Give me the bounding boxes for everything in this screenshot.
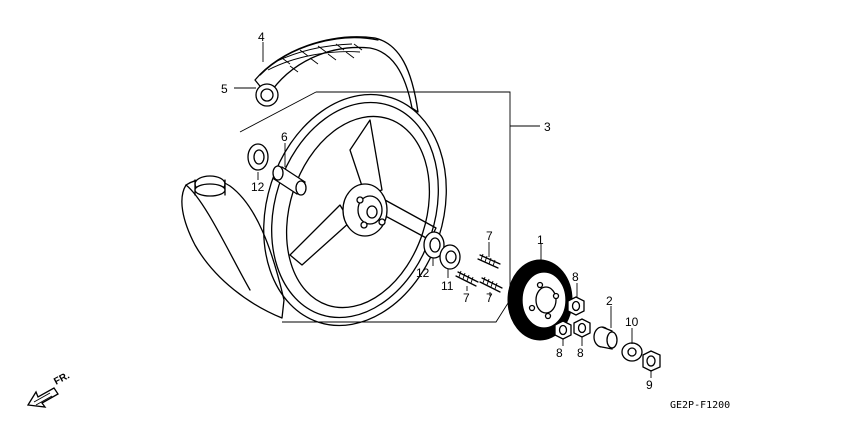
- washer-part: [621, 342, 643, 362]
- callout-12-upper: 12: [251, 180, 265, 194]
- sprocket-part: [507, 259, 573, 341]
- callout-6: 6: [281, 130, 288, 144]
- nut-part-right: [573, 318, 591, 338]
- bearing-part-upper: [247, 143, 269, 171]
- callout-8-upper: 8: [572, 270, 579, 284]
- drawing-code: GE2P-F1200: [670, 400, 730, 411]
- callout-12-lower: 12: [416, 266, 430, 280]
- collar-sprocket-part: [593, 326, 618, 350]
- dust-seal-part: [439, 244, 461, 270]
- nut-part-upper: [567, 296, 585, 316]
- callout-leaders: [234, 42, 652, 378]
- bearing-part-lower: [423, 231, 445, 259]
- stud-bolts: [455, 253, 503, 293]
- callout-5: 5: [221, 82, 228, 96]
- callout-7-left: 7: [463, 291, 470, 305]
- callout-2: 2: [606, 294, 613, 308]
- callout-11: 11: [441, 279, 454, 293]
- callout-10: 10: [625, 315, 639, 329]
- nut-part-left: [554, 320, 572, 340]
- callout-7-upper: 7: [486, 229, 493, 243]
- callout-7-right: 7: [486, 291, 493, 305]
- swingarm-part: [181, 175, 285, 319]
- front-direction-arrow: FR.: [26, 370, 72, 408]
- callout-8-right: 8: [577, 346, 584, 360]
- leader-lines: [239, 91, 540, 323]
- wheel-part: [263, 93, 447, 327]
- collar-part: [272, 165, 307, 196]
- tire-part: [254, 36, 419, 113]
- valve-part: [255, 83, 279, 107]
- callout-9: 9: [646, 378, 653, 392]
- axle-nut-part: [642, 350, 661, 372]
- callout-4: 4: [258, 30, 265, 44]
- callout-3: 3: [544, 120, 551, 134]
- callout-1: 1: [537, 233, 544, 247]
- callout-8-left: 8: [556, 346, 563, 360]
- front-label: FR.: [52, 370, 72, 387]
